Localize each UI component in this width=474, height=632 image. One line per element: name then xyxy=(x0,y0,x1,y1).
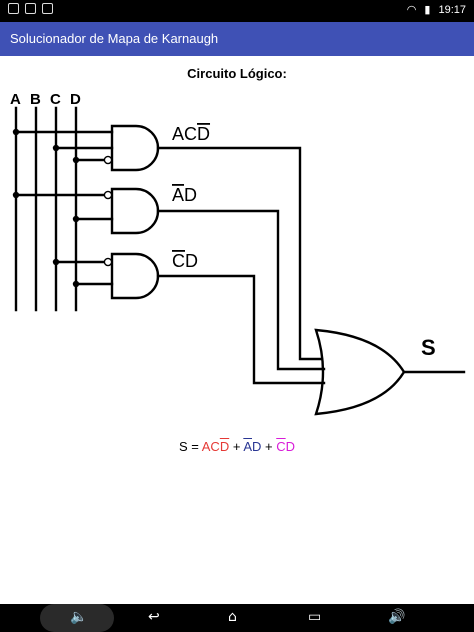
input-label-b: B xyxy=(30,91,41,108)
wire xyxy=(156,209,326,371)
formula-term-2: AD xyxy=(243,439,262,454)
input-label-c: C xyxy=(50,91,61,108)
junction-dots xyxy=(12,128,80,288)
clock: 19:17 xyxy=(438,3,466,16)
image-icon xyxy=(25,3,36,14)
app-title: Solucionador de Mapa de Karnaugh xyxy=(10,31,219,46)
recent-apps-icon[interactable]: ▭ xyxy=(308,609,322,625)
input-labels: A B C D xyxy=(10,91,81,108)
term-label-1: ACD xyxy=(172,124,210,144)
term-label-2: AD xyxy=(172,185,197,205)
navigation-bar: 🔈 ↩ ⌂ ▭ 🔊 xyxy=(0,604,474,632)
formula-plus: + xyxy=(232,439,241,454)
and-gate-3 xyxy=(110,252,160,300)
app-bar: Solucionador de Mapa de Karnaugh xyxy=(0,22,474,56)
volume-up-icon[interactable]: 🔊 xyxy=(388,609,406,625)
home-icon[interactable]: ⌂ xyxy=(228,609,237,625)
boolean-formula: S = ACD + AD + CD xyxy=(0,439,474,454)
or-gate xyxy=(314,328,406,416)
back-icon[interactable]: ↩ xyxy=(148,609,160,625)
and-gate-2 xyxy=(110,187,160,235)
wifi-icon: ◠ xyxy=(406,3,417,16)
inverter-bubbles xyxy=(103,155,113,267)
formula-term-3: CD xyxy=(276,439,296,454)
volume-down-icon[interactable]: 🔈 xyxy=(70,609,88,625)
notification-icons xyxy=(8,3,53,14)
formula-term-1: ACD xyxy=(201,439,230,454)
status-right: ◠ ▮ 19:17 xyxy=(407,3,466,16)
wire xyxy=(156,146,324,361)
battery-icon: ▮ xyxy=(424,3,431,16)
formula-plus: + xyxy=(265,439,273,454)
logic-circuit-diagram: A B C D ACD AD CD S xyxy=(10,91,466,416)
circuit-wires xyxy=(14,106,466,416)
output-label: S xyxy=(421,335,436,360)
formula-lhs: S = xyxy=(178,439,199,454)
nav-highlight xyxy=(40,604,114,632)
input-label-d: D xyxy=(70,91,81,108)
wire xyxy=(156,274,326,385)
and-gate-1 xyxy=(110,124,160,172)
circuit-title: Circuito Lógico: xyxy=(187,66,287,81)
input-label-a: A xyxy=(10,91,21,108)
term-label-3: CD xyxy=(172,251,198,271)
shield-icon xyxy=(42,3,53,14)
term-labels: ACD AD CD xyxy=(172,124,210,271)
main-content: A B C D ACD AD CD S Circuito Lógico: S =… xyxy=(0,56,474,604)
notification-icon xyxy=(8,3,19,14)
status-bar: ◠ ▮ 19:17 xyxy=(0,0,474,22)
